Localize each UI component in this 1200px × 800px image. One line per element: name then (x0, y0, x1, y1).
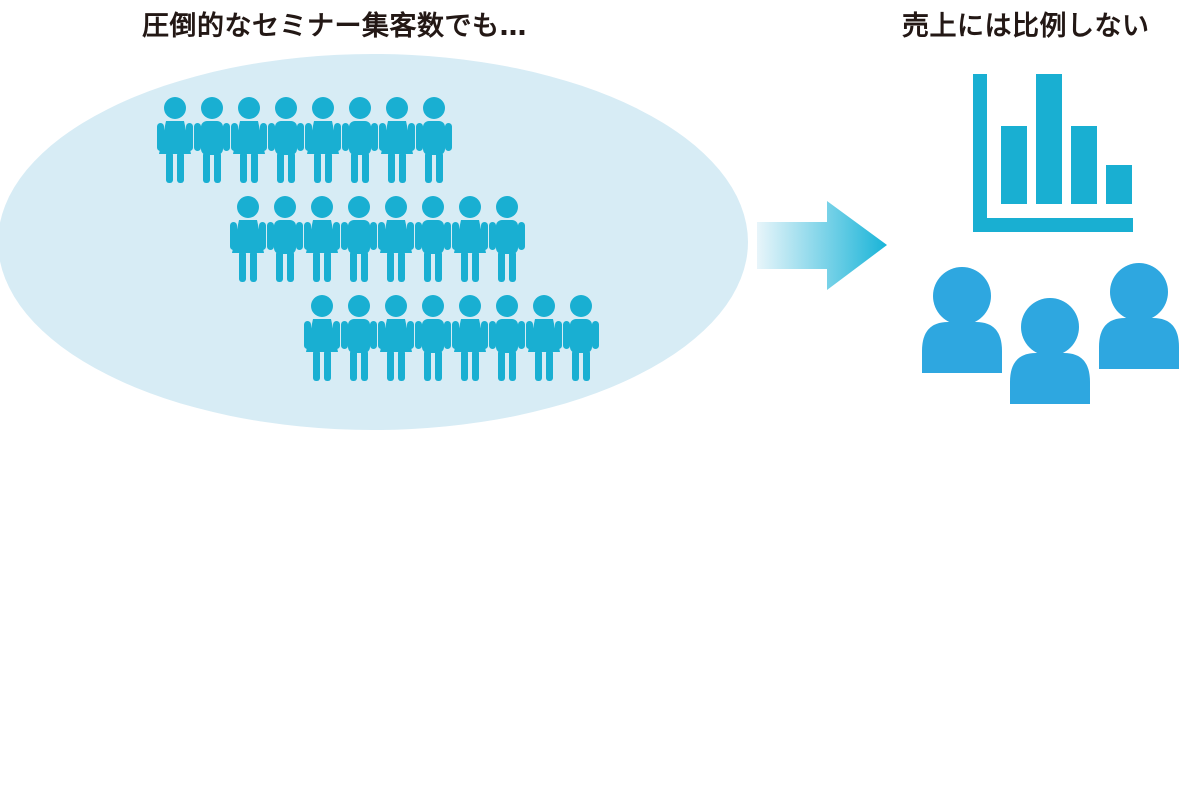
person-icon (268, 97, 304, 183)
person-icon (157, 97, 193, 183)
person-icon (378, 196, 414, 282)
person-icon (194, 97, 230, 183)
person-icon (304, 295, 340, 381)
person-icon (452, 295, 488, 381)
person-icon (416, 97, 452, 183)
chart-y-axis (973, 74, 987, 232)
person-icon (342, 97, 378, 183)
person-icon (267, 196, 303, 282)
person-icon (304, 196, 340, 282)
right-arrow-icon (757, 201, 887, 290)
person-icon (378, 295, 414, 381)
person-icon (379, 97, 415, 183)
person-icon (231, 97, 267, 183)
chart-bar (1106, 165, 1132, 204)
person-icon (341, 295, 377, 381)
user-icon (922, 267, 1002, 373)
sales-caption: 売上には比例しない (902, 11, 1150, 42)
bar-chart-icon (973, 74, 1133, 232)
chart-bar (1036, 74, 1062, 204)
crowd-group (157, 97, 599, 381)
person-icon (305, 97, 341, 183)
person-icon (563, 295, 599, 381)
user-icon (1099, 263, 1179, 369)
person-icon (489, 295, 525, 381)
chart-bar (1001, 126, 1027, 204)
person-icon (526, 295, 562, 381)
person-icon (452, 196, 488, 282)
crowd-caption: 圧倒的なセミナー集客数でも… (142, 11, 527, 42)
person-icon (489, 196, 525, 282)
chart-bar (1071, 126, 1097, 204)
chart-x-axis (973, 218, 1133, 232)
person-icon (230, 196, 266, 282)
person-icon (341, 196, 377, 282)
person-icon (415, 295, 451, 381)
person-icon (415, 196, 451, 282)
user-icon (1010, 298, 1090, 404)
customers-group (922, 263, 1179, 404)
